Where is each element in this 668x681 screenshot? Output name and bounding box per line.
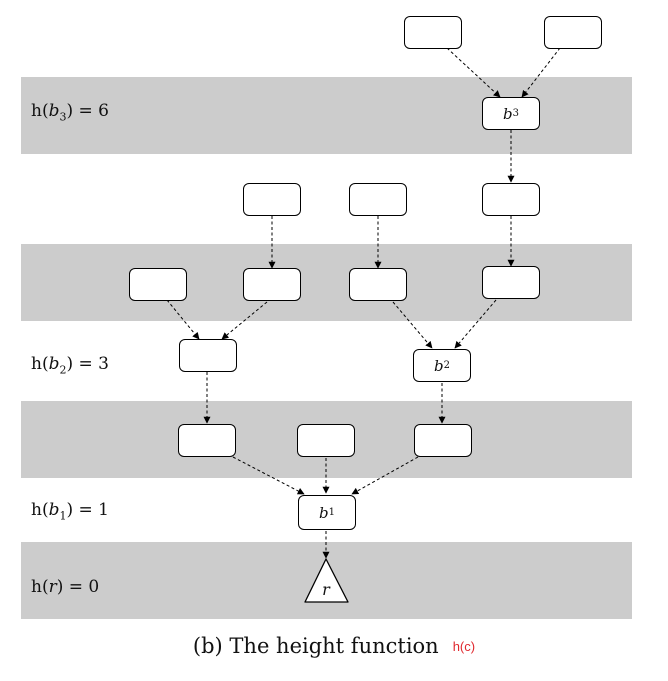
edge xyxy=(221,301,268,340)
height-label-b2: h(b2) = 3 xyxy=(31,354,109,377)
empty-node xyxy=(404,16,462,49)
caption-note: h(c) xyxy=(452,639,476,654)
empty-node xyxy=(178,424,236,457)
figure-caption: (b) The height function h(c) xyxy=(0,634,668,658)
empty-node xyxy=(482,183,540,216)
empty-node xyxy=(544,16,602,49)
empty-node xyxy=(414,424,472,457)
root-label: r xyxy=(322,580,331,599)
edge xyxy=(166,299,200,340)
root-node xyxy=(304,558,349,603)
empty-node xyxy=(297,424,355,457)
height-label-b1: h(b1) = 1 xyxy=(31,500,109,523)
empty-node xyxy=(349,268,407,301)
height-label-b3: h(b3) = 6 xyxy=(31,101,109,124)
empty-node xyxy=(243,268,301,301)
edge xyxy=(446,47,501,98)
empty-node xyxy=(129,268,187,301)
edge xyxy=(392,301,433,349)
edge xyxy=(232,456,305,495)
caption-text: (b) The height function xyxy=(192,634,439,658)
empty-node xyxy=(243,183,301,216)
edge xyxy=(351,456,419,495)
edge xyxy=(521,47,561,98)
height-label-root: h(r) = 0 xyxy=(31,577,100,597)
empty-node xyxy=(349,183,407,216)
empty-node xyxy=(179,339,237,372)
empty-node xyxy=(482,266,540,299)
